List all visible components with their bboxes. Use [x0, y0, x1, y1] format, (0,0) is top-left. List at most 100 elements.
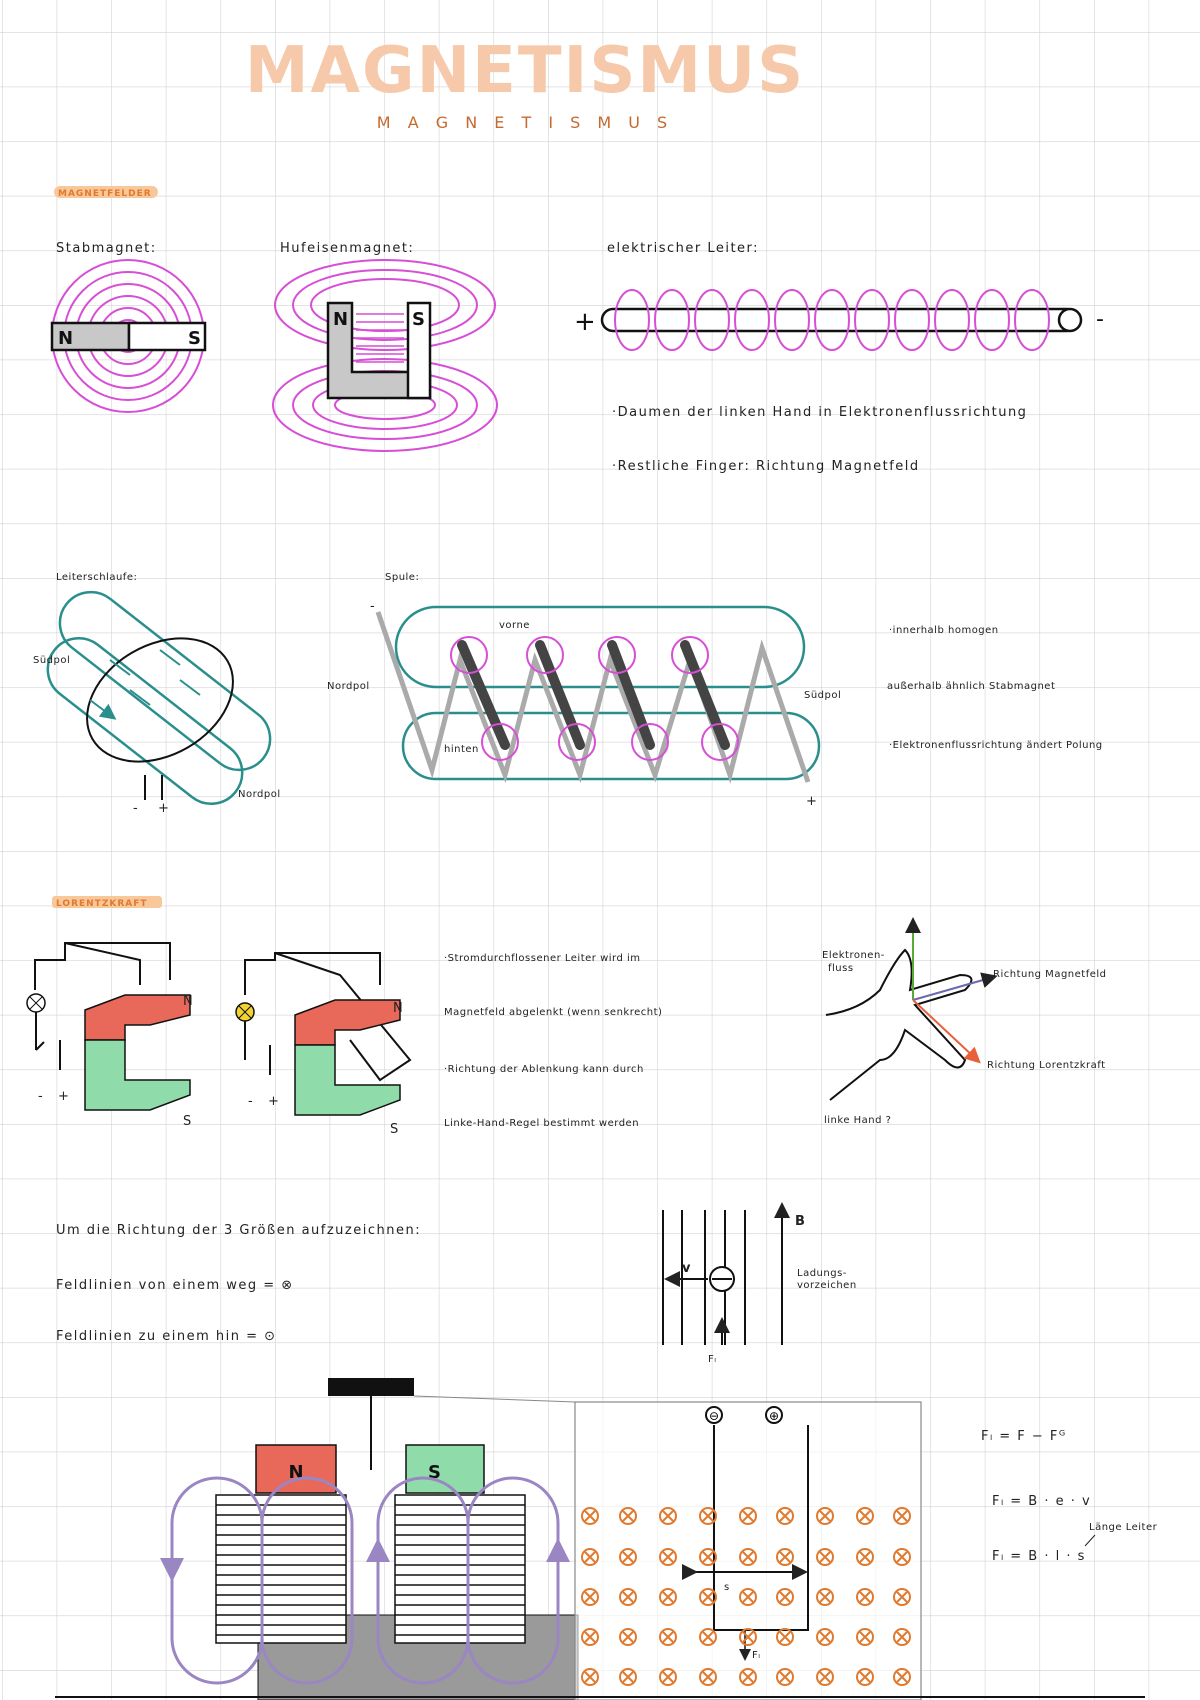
plus-terminal: ⊕ — [769, 1409, 779, 1423]
plus-sign: + — [158, 801, 170, 816]
pole-n: N — [183, 994, 194, 1009]
field-into-page-icon — [699, 1507, 717, 1525]
field-into-page-icon — [699, 1548, 717, 1566]
note-polung: ·Elektronenflussrichtung ändert Polung — [889, 740, 1103, 751]
pole-s: S — [412, 309, 425, 330]
section-highlight — [54, 186, 158, 198]
lorentz-note-4: Linke-Hand-Regel bestimmt werden — [444, 1118, 639, 1129]
field-into-page-icon — [581, 1588, 599, 1606]
label-suedpol: Südpol — [804, 690, 841, 701]
title-spaced: M A G N E T I S M U S — [377, 113, 673, 132]
field-into-page-icon — [776, 1588, 794, 1606]
cross-mark — [742, 1551, 754, 1563]
coil-diagram: Nordpol Südpol vorne hinten - + — [327, 599, 841, 809]
field-into-page-icon — [856, 1548, 874, 1566]
label-v: v — [682, 1261, 692, 1276]
label-electron-flow-2: fluss — [828, 963, 854, 974]
cross-mark — [662, 1671, 674, 1683]
label-nordpol: Nordpol — [238, 789, 281, 800]
cross-mark — [584, 1510, 596, 1522]
cross-mark — [779, 1551, 791, 1563]
field-into-page-icon — [893, 1588, 911, 1606]
label-fl: Fₗ — [752, 1650, 760, 1661]
label-charge-sign-2: vorzeichen — [797, 1280, 857, 1291]
lorentz-apparatus-2: N S - + — [235, 952, 412, 1137]
field-into-page-icon — [619, 1507, 637, 1525]
field-into-page-icon — [619, 1588, 637, 1606]
minus-sign: - — [370, 599, 376, 614]
label-hinten: hinten — [444, 744, 479, 755]
cross-mark — [779, 1510, 791, 1522]
field-into-page-icon — [659, 1548, 677, 1566]
note-daumen: ·Daumen der linken Hand in Elektronenflu… — [612, 405, 1027, 420]
cross-mark — [859, 1591, 871, 1603]
label-nordpol: Nordpol — [327, 681, 370, 692]
section-highlight — [52, 896, 162, 908]
current-balance-diagram: N S ⊖ ⊕ s Fₗ — [160, 1378, 922, 1700]
cross-mark — [742, 1510, 754, 1522]
minus-sign: - — [248, 1094, 254, 1109]
field-into-page-icon — [739, 1588, 757, 1606]
field-into-page-icon — [816, 1668, 834, 1686]
field-into-page-icon — [776, 1507, 794, 1525]
section-label-magnetfelder: MAGNETFELDER — [58, 189, 152, 199]
charge-in-field-diagram: B v Fₗ Ladungs- vorzeichen — [662, 1210, 857, 1365]
pole-s: S — [390, 1122, 400, 1137]
cross-mark — [819, 1631, 831, 1643]
label-b: B — [795, 1214, 806, 1229]
label-suedpol: Südpol — [33, 655, 70, 666]
cross-mark — [584, 1631, 596, 1643]
field-into-page-icon — [893, 1507, 911, 1525]
pole-n: N — [333, 309, 348, 330]
field-into-page-icon — [699, 1668, 717, 1686]
title-big: MAGNETISMUS — [245, 34, 805, 108]
cross-mark — [779, 1631, 791, 1643]
formula-bls: Fₗ = B · l · s — [992, 1549, 1086, 1564]
cross-mark — [896, 1591, 908, 1603]
heading-leiterschlaufe: Leiterschlaufe: — [56, 572, 137, 583]
cross-mark — [819, 1591, 831, 1603]
cross-mark — [662, 1510, 674, 1522]
plus-sign: + — [268, 1094, 280, 1109]
cross-mark — [622, 1631, 634, 1643]
conductor-diagram: + - — [574, 289, 1104, 351]
field-into-page-icon — [893, 1548, 911, 1566]
field-into-page-icon — [739, 1668, 757, 1686]
heading-leiter: elektrischer Leiter: — [607, 241, 759, 256]
draw-away: Feldlinien von einem weg = ⊗ — [56, 1278, 294, 1293]
cross-mark — [702, 1510, 714, 1522]
field-into-page-icon — [856, 1588, 874, 1606]
cross-mark — [702, 1591, 714, 1603]
lorentz-note-3: ·Richtung der Ablenkung kann durch — [444, 1064, 644, 1075]
cross-mark — [584, 1671, 596, 1683]
cross-mark — [622, 1510, 634, 1522]
field-into-page-icon — [699, 1588, 717, 1606]
field-into-page-icon — [699, 1628, 717, 1646]
cross-mark — [896, 1671, 908, 1683]
minus-terminal: ⊖ — [709, 1409, 719, 1423]
field-into-page-icon — [659, 1588, 677, 1606]
field-into-page-icon — [581, 1548, 599, 1566]
field-into-page-icon — [581, 1507, 599, 1525]
formula-resultant: Fₗ = F − Fᴳ — [981, 1429, 1067, 1444]
length-arrow — [1084, 1534, 1096, 1547]
pole-s: S — [188, 328, 201, 349]
cross-mark — [742, 1591, 754, 1603]
cross-mark — [622, 1551, 634, 1563]
section-label-lorentzkraft: LORENTZKRAFT — [56, 899, 148, 909]
label-fl: Fₗ — [708, 1354, 716, 1365]
plus-sign: + — [58, 1089, 70, 1104]
field-into-page-icon — [776, 1548, 794, 1566]
field-into-page-icon — [739, 1548, 757, 1566]
bar-magnet-diagram: N S — [50, 259, 207, 413]
cross-mark — [702, 1671, 714, 1683]
label-vorne: vorne — [499, 620, 530, 631]
cross-mark — [859, 1631, 871, 1643]
minus-sign: - — [38, 1089, 44, 1104]
label-field-direction: Richtung Magnetfeld — [993, 969, 1107, 980]
cross-mark — [622, 1591, 634, 1603]
label-s: s — [724, 1582, 730, 1593]
heading-hufeisenmagnet: Hufeisenmagnet: — [280, 241, 414, 256]
left-hand-rule-diagram: Elektronen- fluss Richtung Magnetfeld Ri… — [822, 917, 1107, 1126]
